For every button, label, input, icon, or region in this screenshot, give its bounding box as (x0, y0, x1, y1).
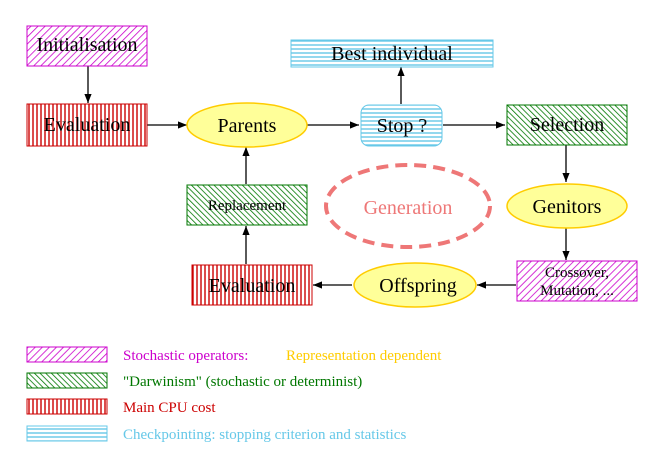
genitors-node: Genitors (506, 183, 628, 229)
selection-node: Selection (506, 104, 628, 146)
genitors-label: Genitors (533, 196, 602, 218)
initialisation-label: Initialisation (36, 34, 137, 56)
generation-label: Generation (364, 197, 453, 219)
stop-node: Stop ? (360, 104, 443, 147)
legend: Stochastic operators: Representation dep… (26, 346, 442, 443)
best-individual-node: Best individual (290, 39, 494, 68)
generation-node: Generation (324, 163, 492, 249)
legend-checkpoint-label: Checkpointing: stopping criterion and st… (123, 427, 406, 443)
legend-stochastic: Stochastic operators: Representation dep… (26, 346, 442, 364)
legend-darwinism-label: "Darwinism" (stochastic or determinist) (123, 374, 362, 390)
legend-cpu: Main CPU cost (26, 398, 216, 416)
mutation-label: Mutation, ... (540, 283, 614, 299)
crossover-mutation-node: Crossover, Mutation, ... (516, 260, 638, 302)
crossover-label: Crossover, (545, 265, 609, 281)
parents-node: Parents (186, 102, 308, 148)
initialisation-node: Initialisation (26, 25, 148, 67)
replacement-label: Replacement (208, 198, 287, 214)
evaluation-bottom-node: Evaluation (191, 264, 313, 306)
selection-label: Selection (530, 114, 604, 136)
parents-label: Parents (218, 115, 277, 137)
replacement-node: Replacement (186, 184, 308, 226)
legend-cpu-label: Main CPU cost (123, 400, 216, 416)
legend-swatch-cyan (26, 425, 108, 442)
offspring-label: Offspring (379, 275, 456, 297)
stop-label: Stop ? (377, 115, 428, 137)
legend-swatch-magenta (26, 346, 108, 363)
legend-darwinism: "Darwinism" (stochastic or determinist) (26, 372, 362, 390)
legend-stochastic-label: Stochastic operators: (123, 348, 248, 364)
legend-representation-label: Representation dependent (286, 348, 442, 364)
evaluation-bottom-label: Evaluation (209, 275, 296, 297)
best-individual-label: Best individual (331, 43, 453, 65)
legend-checkpoint: Checkpointing: stopping criterion and st… (26, 425, 406, 443)
legend-swatch-green (26, 372, 108, 389)
arrows (84, 66, 570, 289)
evaluation-top-node: Evaluation (26, 103, 148, 147)
offspring-node: Offspring (353, 262, 477, 308)
legend-swatch-red (26, 398, 108, 415)
evaluation-top-label: Evaluation (44, 114, 131, 136)
